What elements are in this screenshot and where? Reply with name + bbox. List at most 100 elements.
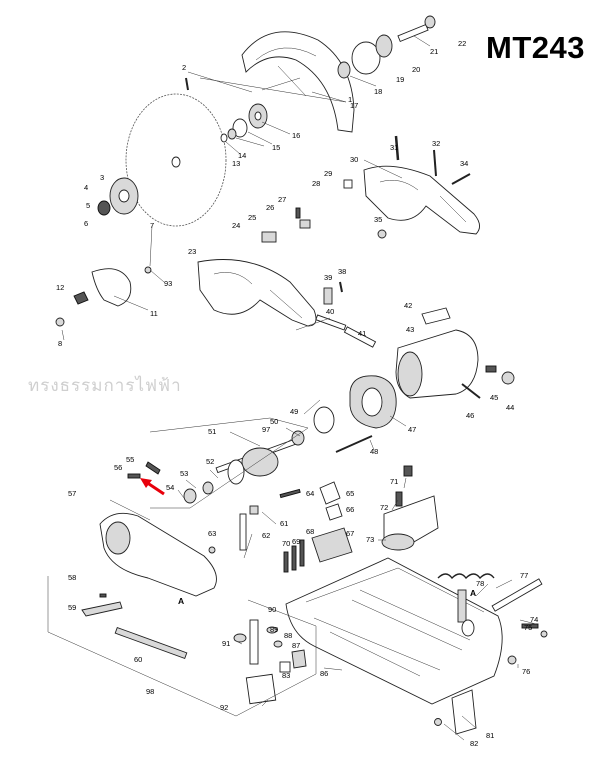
part-label-42: 42 [404,301,412,310]
baffle-49 [313,406,335,434]
shaft-60 [114,626,188,660]
part-label-41: 41 [358,329,366,338]
spring-26 [295,207,301,219]
part-label-70: 70 [282,539,290,548]
part-label-6: 6 [84,219,88,228]
plate-42 [421,307,451,325]
part-label-83: 83 [282,671,290,680]
leader-lines [61,35,537,741]
part-label-86: 86 [320,669,328,678]
washer-15 [232,118,248,138]
guide-base-73 [381,533,415,551]
hex-bolt-4 [97,200,111,216]
part-label-16: 16 [292,131,300,140]
part-label-35: 35 [374,215,382,224]
part-label-49: 49 [290,407,298,416]
fan-52 [227,459,245,485]
cap-44 [501,371,515,385]
part-label-40: 40 [326,307,334,316]
screw-38 [339,281,343,293]
ring-13 [220,133,228,143]
part-label-52: 52 [206,457,214,466]
post-79 [457,589,467,623]
part-label-72: 72 [380,503,388,512]
model-title: MT243 [486,30,585,65]
part-label-34: 34 [460,159,468,168]
part-label-64: 64 [306,489,314,498]
part-label-14: 14 [238,151,246,160]
screw-64 [279,488,301,499]
ring-14 [227,128,237,140]
part-label-71: 71 [390,477,398,486]
screw-34 [451,173,471,185]
bolt-71 [403,465,413,477]
part-label-91: 91 [222,639,230,648]
part-label-8: 8 [58,339,62,348]
spindle-21 [397,24,429,42]
part-label-32: 32 [432,139,440,148]
pin-56 [127,473,141,479]
part-label-73: 73 [366,535,374,544]
part-label-24: 24 [232,221,240,230]
part-label-13: 13 [232,159,240,168]
part-label-66: 66 [346,505,354,514]
part-label-12: 12 [56,283,64,292]
group-97-outline [149,417,309,509]
screw-2 [185,77,189,91]
part-label-62: 62 [262,531,270,540]
part-label-29: 29 [324,169,332,178]
part-label-23: 23 [188,247,196,256]
part-label-74: 74 [530,615,538,624]
ring-89 [266,626,278,634]
lock-29 [343,179,353,189]
part-label-25: 25 [248,213,256,222]
part-label-4: 4 [84,183,88,192]
screw-63 [208,546,216,554]
part-label-69: 69 [292,537,300,546]
part-label-58: 58 [68,573,76,582]
bolt-72 [395,491,403,507]
section-markers: AA [178,588,476,606]
bearing-50 [291,430,305,446]
part-label-22: 22 [458,39,466,48]
rod-77 [491,578,543,612]
shaft-90 [249,619,259,665]
pin-58 [99,593,107,598]
part-label-39: 39 [324,273,332,282]
part-label-78: 78 [476,579,484,588]
brush-holder-39 [323,287,333,305]
rod-69 [291,545,297,571]
part-label-27: 27 [278,195,286,204]
part-label-56: 56 [114,463,122,472]
part-label-89: 89 [270,625,278,634]
part-label-21: 21 [430,47,438,56]
brush-45 [485,365,497,373]
highlight-arrow [140,478,165,496]
part-label-47: 47 [408,425,416,434]
part-label-81: 81 [486,731,494,740]
screw-93 [144,266,152,274]
bearing-54 [183,488,197,504]
bearing-53 [202,481,214,495]
lever-12 [73,291,89,305]
part-label-51: 51 [208,427,216,436]
handle-23-inner [213,272,303,319]
part-label-28: 28 [312,179,320,188]
vise-block-67 [311,527,353,563]
section-marker-2: A [470,588,476,598]
rod-70 [283,551,289,573]
screw-48 [335,435,373,453]
part-label-63: 63 [208,529,216,538]
bearing-18 [337,61,351,79]
part-label-1: 1 [348,95,352,104]
part-label-38: 38 [338,267,346,276]
plate-65 [319,481,341,505]
flange-16-core [254,111,262,121]
part-label-18: 18 [374,87,382,96]
part-label-3: 3 [100,173,104,182]
part-label-97: 97 [262,425,270,434]
part-label-93: 93 [164,279,172,288]
